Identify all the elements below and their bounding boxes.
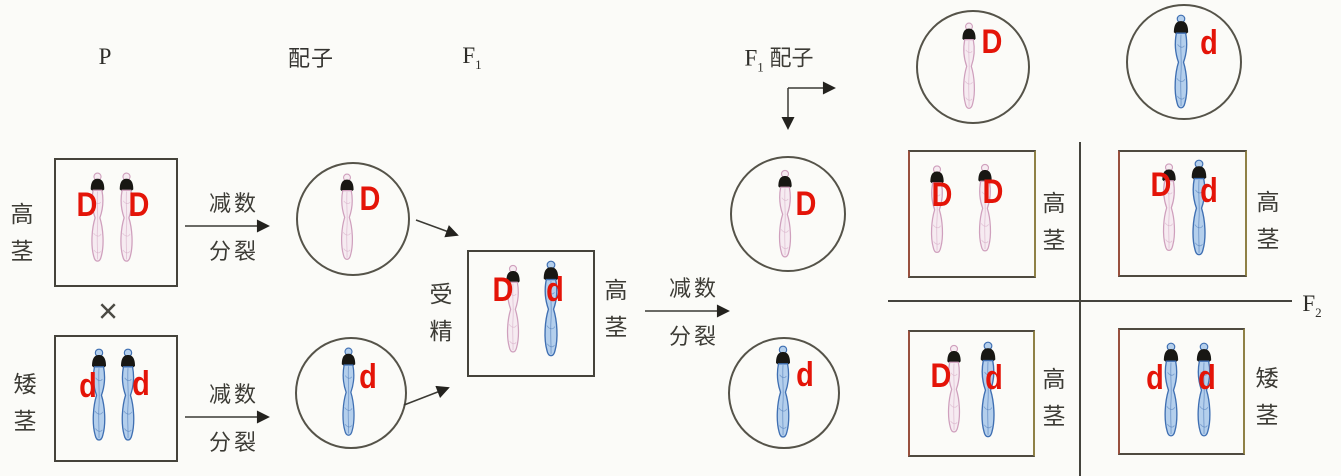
allele-label: D [981, 23, 1003, 61]
meiosis-text: 减数 [668, 276, 719, 301]
f1-gamete-top-d-circle [1126, 4, 1242, 120]
allele-label: d [796, 356, 814, 394]
allele-label: d [132, 365, 150, 403]
allele-label: D [1150, 166, 1172, 204]
f1-gamete-left-d-circle [728, 337, 840, 449]
meiosis-text: 分裂 [668, 324, 719, 349]
f2-cell-dd [1118, 328, 1245, 455]
fertilization-label: 受精 [429, 281, 453, 344]
meiosis-text: 分裂 [208, 430, 259, 455]
allele-label: D [359, 180, 381, 218]
label-f1-gametes: F1 配子 [744, 41, 813, 76]
label-gametes: 配子 [287, 46, 335, 71]
f2-subscript: 2 [1315, 304, 1322, 320]
arrow-right-icon [185, 219, 270, 233]
label-p-generation: P [98, 44, 112, 69]
label-f2: F2 [1302, 291, 1321, 321]
arrow-right-icon [185, 410, 270, 424]
f2-phenotype: 高茎 [1042, 366, 1066, 429]
allele-label: d [1146, 359, 1164, 397]
punnett-horizontal-divider [888, 300, 1292, 302]
allele-label: d [359, 358, 377, 396]
arrow-to-f1-top-icon [415, 219, 459, 238]
allele-label: d [1200, 24, 1218, 62]
p-tall-box [54, 158, 178, 287]
f1-subscript: 1 [475, 56, 482, 72]
elbow-arrow-icon [781, 81, 836, 130]
allele-label: d [985, 359, 1003, 397]
chromosome-D [959, 22, 979, 114]
f2-cell-Dd-bottom [908, 330, 1035, 457]
f1-base: F [462, 43, 476, 69]
f2-cell-Dd-top [1118, 150, 1247, 277]
f1-phenotype: 高茎 [604, 277, 628, 340]
allele-label: d [79, 367, 97, 405]
allele-label: d [1200, 172, 1218, 210]
f1-box [467, 250, 595, 377]
label-f1: F1 [462, 43, 481, 73]
allele-label: D [930, 357, 952, 395]
f2-phenotype: 高茎 [1042, 190, 1066, 253]
f1-gamete-top-D-circle [916, 10, 1030, 124]
allele-label: d [1198, 359, 1216, 397]
f1g-base: F [744, 45, 758, 71]
allele-label: D [76, 186, 98, 224]
p-gamete-tall-circle [296, 162, 410, 276]
meiosis-text: 减数 [208, 382, 259, 407]
allele-label: D [931, 176, 953, 214]
f2-cell-DD [908, 150, 1036, 278]
allele-label: D [795, 185, 817, 223]
punnett-vertical-divider [1079, 142, 1081, 476]
allele-label: D [128, 186, 150, 224]
p-tall-phenotype: 高茎 [10, 201, 34, 264]
p-gamete-dwarf-circle [295, 337, 407, 449]
meiosis-text: 分裂 [208, 239, 259, 264]
allele-label: d [546, 271, 564, 309]
meiosis-arrow-bottom: 减数 分裂 [182, 377, 286, 457]
arrow-to-f1-bottom-icon [403, 385, 450, 406]
chromosome-d [1170, 14, 1192, 114]
meiosis-text: 减数 [208, 191, 259, 216]
f1-gamete-left-D-circle [730, 156, 846, 272]
chromosome-D [775, 169, 795, 263]
f2-base: F [1302, 291, 1316, 317]
p-dwarf-box [54, 335, 178, 462]
f2-phenotype: 矮茎 [1255, 365, 1279, 428]
p-dwarf-phenotype: 矮茎 [13, 371, 37, 434]
f2-phenotype: 高茎 [1256, 189, 1280, 252]
allele-label: D [982, 173, 1004, 211]
chromosome-d [772, 345, 794, 443]
cross-symbol: × [98, 292, 118, 331]
allele-label: D [492, 271, 514, 309]
meiosis-arrow-f1: 减数 分裂 [642, 271, 746, 351]
meiosis-arrow-top: 减数 分裂 [182, 186, 286, 266]
f1g-subscript: 1 [757, 59, 764, 75]
f1g-suffix: 配子 [769, 45, 814, 71]
arrow-right-icon [645, 304, 730, 318]
chromosome-D [337, 173, 357, 265]
chromosome-d [338, 347, 359, 441]
